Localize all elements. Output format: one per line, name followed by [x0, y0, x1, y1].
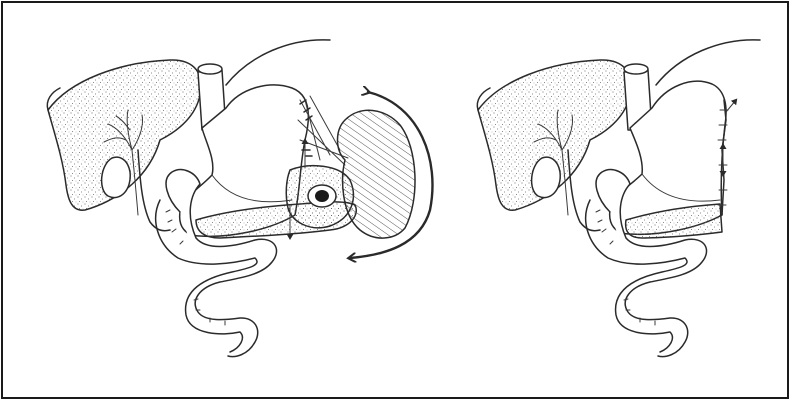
diaphragm-line	[226, 40, 330, 85]
panel-left	[47, 40, 432, 357]
esophagus-opening	[198, 64, 222, 74]
esophagus-opening-right	[624, 64, 648, 74]
diaphragm-line-right	[656, 40, 760, 85]
gallbladder	[102, 157, 131, 197]
gallbladder-right	[532, 157, 561, 197]
tumor-core	[315, 190, 329, 202]
panel-right	[477, 40, 760, 357]
clip-arrow-top	[726, 100, 736, 112]
